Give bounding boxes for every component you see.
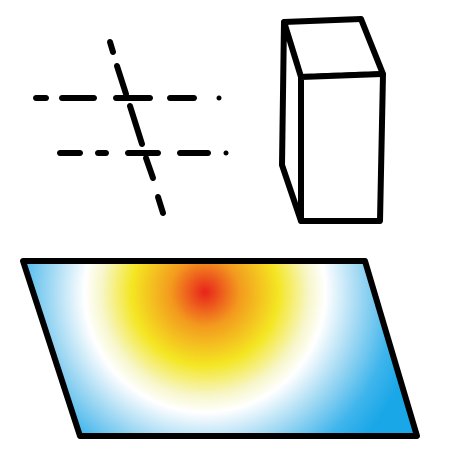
heatmap-plane-icon <box>20 258 420 439</box>
dashed-crosshair-icon <box>33 39 229 216</box>
rectangular-box-icon <box>279 16 386 224</box>
